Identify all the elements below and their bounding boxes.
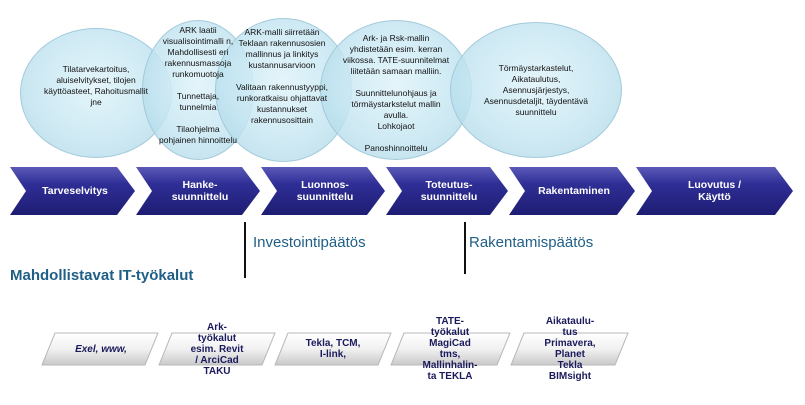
circle-text-4: Ark- ja Rsk-mallin yhdistetään esim. ker…: [342, 33, 450, 153]
decision-line-construction: [464, 222, 466, 274]
tool-shape-1: [41, 332, 159, 366]
phase-label-6: Luovutus / Käyttö: [687, 179, 742, 203]
decision-line-investment: [244, 222, 246, 278]
phase-circle-5: [450, 22, 622, 158]
phase-label-3: Luonnos- suunnittelu: [296, 179, 354, 203]
tool-shape-2: [158, 332, 276, 366]
tool-label-5: Aikataulu- tus Primavera, Planet Tekla B…: [544, 316, 596, 382]
tool-label-4: TATE- työkalut MagiCad tms, Mallinhalin-…: [422, 316, 478, 382]
circle-text-2: ARK laatii visualisointimalli n, Mahdoll…: [159, 25, 237, 145]
phase-label-2: Hanke- suunnittelu: [171, 179, 229, 203]
tool-shape-5: [510, 332, 629, 366]
circle-text-3: ARK-malli siirretään Teklaan rakennusosi…: [236, 27, 328, 125]
circle-text-1: Tilatarvekartoitus, aluiselvitykset, til…: [44, 64, 148, 107]
phase-arrow-1: [10, 167, 135, 215]
tool-label-2: Ark- työkalut esim. Revit / ArciCad TAKU: [190, 321, 244, 377]
phase-arrow-6: [636, 167, 793, 215]
tool-label-1: Exel, www,: [75, 343, 127, 355]
phase-arrow-2: [136, 167, 260, 215]
phase-label-4: Toteutus- suunnittelu: [420, 179, 478, 203]
phase-label-5: Rakentaminen: [538, 185, 610, 197]
phase-arrow-5: [509, 167, 635, 215]
tools-title: Mahdollistavat IT-työkalut: [10, 267, 194, 284]
decision-label-investment: Investointipäätös: [253, 234, 366, 251]
tool-shape-3: [274, 332, 392, 366]
decision-label-construction: Rakentamispäätös: [469, 234, 594, 251]
tool-label-3: Tekla, TCM, I-link,: [305, 338, 361, 360]
phase-label-1: Tarveselvitys: [42, 185, 108, 197]
circle-text-5: Törmäystarkastelut, Aikataulutus, Asennu…: [484, 63, 588, 117]
phase-circle-4: [320, 20, 472, 160]
tool-shape-4: [390, 332, 511, 366]
phase-arrow-3: [261, 167, 385, 215]
phase-arrow-4: [386, 167, 508, 215]
